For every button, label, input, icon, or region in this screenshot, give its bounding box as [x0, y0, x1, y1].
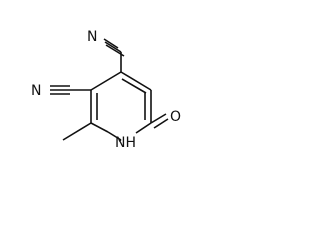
- methyl-bond: [62, 122, 92, 141]
- atom-o: O: [170, 109, 181, 125]
- bond-c2-c3: [90, 122, 109, 133]
- bond-c4-c5: [120, 71, 152, 91]
- atom-nh: NH: [115, 135, 136, 151]
- pyridinone-ring: [90, 71, 152, 142]
- atom-n-left: N: [31, 83, 41, 99]
- bond-c4-c5-double: [121, 78, 147, 94]
- nitrile-left: [50, 85, 91, 95]
- nitrile-top-triple-3: [105, 44, 125, 57]
- bond-c6-n1: [135, 122, 152, 134]
- bond-c6-o-double: [153, 118, 169, 129]
- nitrile-top-triple-2: [103, 38, 119, 49]
- bond-c6-o: [150, 113, 167, 124]
- bond-c3-c4: [90, 71, 122, 91]
- carbonyl-group: [150, 113, 169, 129]
- structure-diagram: N N O NH: [31, 29, 181, 151]
- nitrile-top-triple-1: [104, 41, 122, 53]
- atom-n-top: N: [87, 29, 97, 45]
- bond-n1-c2b: [107, 131, 122, 141]
- nitrile-top: [103, 38, 125, 72]
